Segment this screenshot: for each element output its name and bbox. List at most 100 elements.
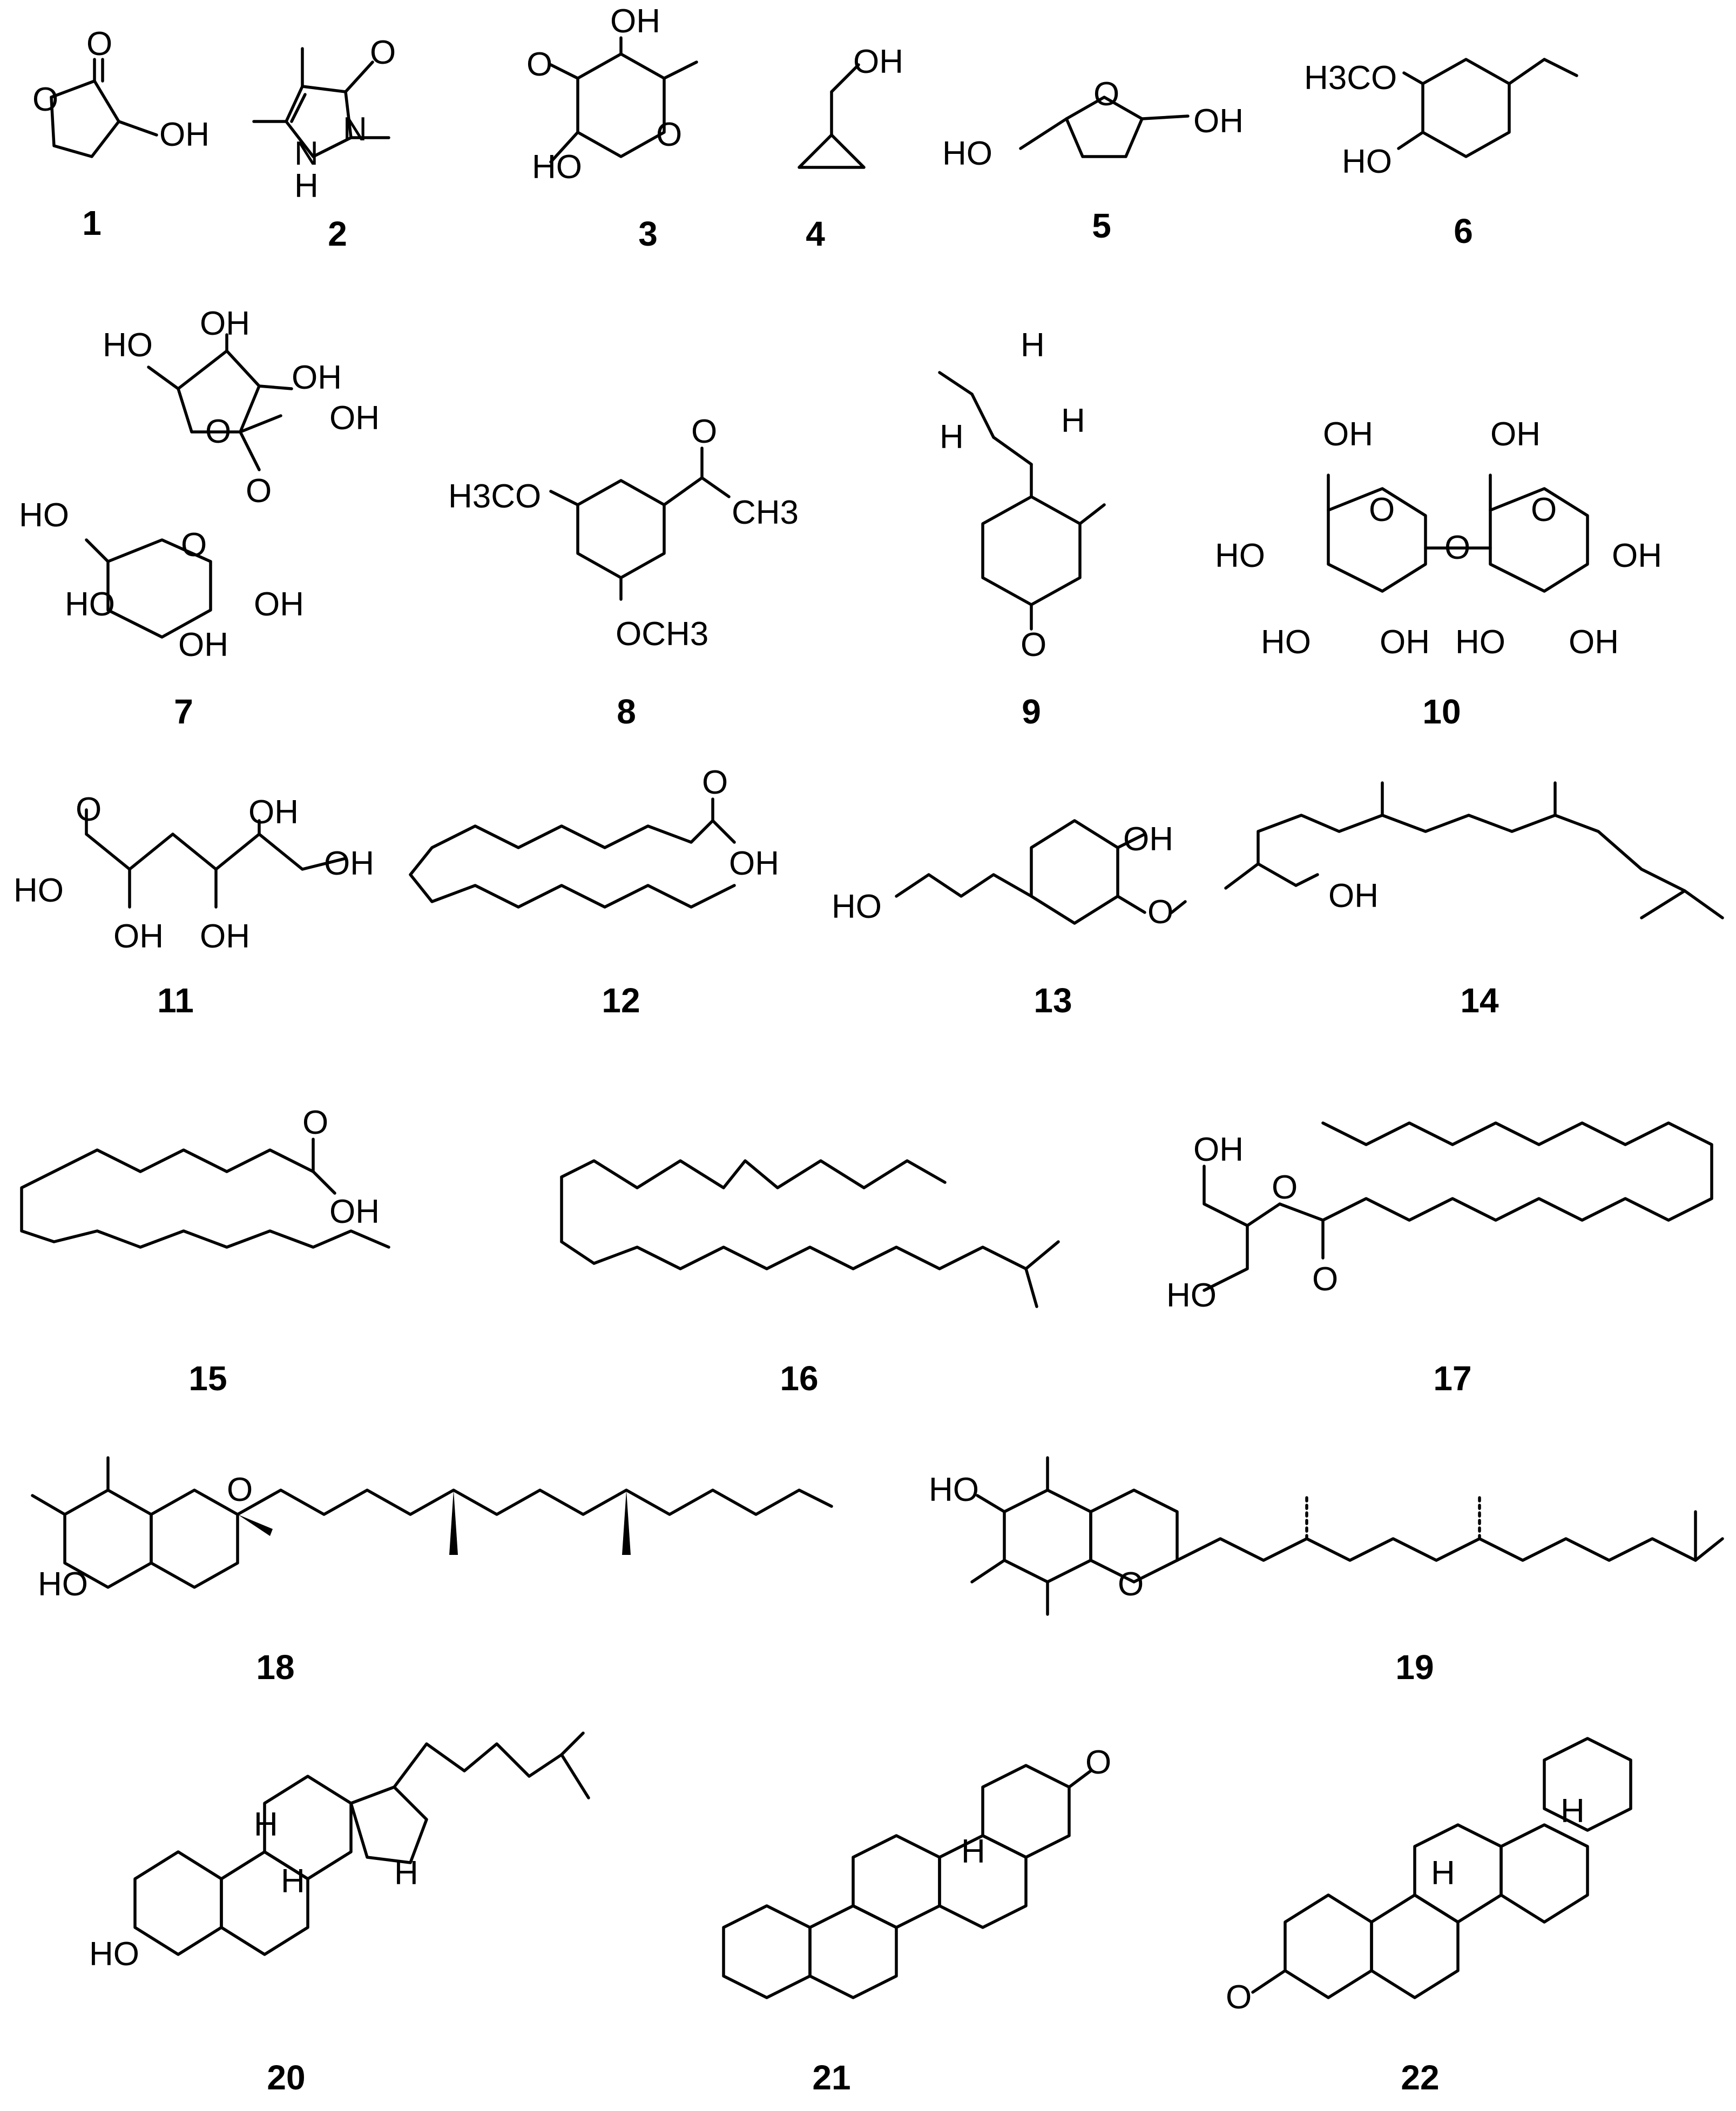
compound-1-structure: O O OH 1 <box>32 25 210 242</box>
atom-label: O <box>1272 1169 1298 1206</box>
atom-label: N <box>294 135 319 172</box>
atom-label: O <box>86 25 112 63</box>
atom-label: OH <box>200 305 250 342</box>
atom-label: OH <box>178 626 228 664</box>
compound-number: 6 <box>1454 212 1473 251</box>
compound-19-structure: HO O 19 <box>929 1456 1724 1687</box>
compound-17-structure: OH O O HO 17 <box>1166 1121 1713 1398</box>
compound-number: 14 <box>1460 981 1499 1020</box>
atom-label: OH <box>1490 416 1541 453</box>
compound-5-structure: O HO OH 5 <box>942 76 1244 245</box>
atom-label: O <box>1093 76 1119 113</box>
compound-14-structure: OH 14 <box>1224 781 1724 1020</box>
compound-number: 9 <box>1022 692 1041 731</box>
atom-label: HO <box>89 1936 139 1973</box>
atom-label: HO <box>832 888 882 925</box>
compound-8-structure: O H3CO CH3 OCH3 8 <box>448 413 799 731</box>
atom-label: O <box>246 472 272 510</box>
atom-label: OH <box>329 400 380 437</box>
compound-13-structure: OH HO O 13 <box>832 819 1187 1020</box>
atom-label: H <box>1021 327 1045 364</box>
atom-label: HO <box>1455 624 1505 661</box>
atom-label: O <box>1531 491 1557 529</box>
atom-label: O <box>205 413 231 450</box>
compound-18-structure: O HO 18 <box>31 1456 833 1687</box>
atom-label: OH <box>1123 821 1173 858</box>
atom-label: H <box>1561 1792 1585 1830</box>
atom-label: HO <box>1342 143 1392 180</box>
atom-label: HO <box>1261 624 1311 661</box>
compound-number: 2 <box>328 214 347 253</box>
compound-number: 17 <box>1433 1359 1471 1398</box>
atom-label: H <box>281 1863 305 1900</box>
atom-label: OH <box>1612 537 1662 574</box>
atom-label: O <box>227 1471 253 1508</box>
compound-number: 19 <box>1395 1648 1434 1687</box>
compound-number: 22 <box>1401 2058 1439 2097</box>
atom-label: OH <box>1323 416 1373 453</box>
atom-label: OH <box>610 3 660 40</box>
compound-number: 11 <box>157 981 194 1020</box>
atom-label: O <box>1085 1744 1111 1781</box>
atom-label: HO <box>103 327 153 364</box>
atom-label: O <box>181 526 207 564</box>
compound-10-structure: OH OH O O O HO OH HO OH HO OH 10 <box>1215 416 1662 731</box>
atom-label: HO <box>38 1566 88 1603</box>
atom-label: O <box>1021 626 1046 664</box>
atom-label: OH <box>1193 103 1244 140</box>
atom-label: HO <box>532 148 582 186</box>
atom-label: OH <box>113 918 164 955</box>
atom-label: HO <box>19 497 69 534</box>
atom-label: OH <box>729 845 779 882</box>
compound-number: 20 <box>267 2058 305 2097</box>
atom-label: OH <box>248 794 299 831</box>
atom-label: O <box>1444 529 1470 566</box>
atom-label: O <box>526 46 552 83</box>
atom-label: O <box>702 764 728 801</box>
atom-label: H <box>394 1855 418 1892</box>
atom-label: HO <box>65 586 115 623</box>
compound-number: 7 <box>174 692 193 731</box>
atom-label: H <box>940 418 964 456</box>
atom-label: O <box>32 81 58 118</box>
compound-number: 10 <box>1422 692 1461 731</box>
compound-number: 5 <box>1092 206 1111 245</box>
atom-label: OH <box>853 43 903 80</box>
compound-number: 21 <box>812 2058 850 2097</box>
atom-label: HO <box>942 135 992 172</box>
compound-6-structure: H3CO HO 6 <box>1304 58 1578 251</box>
atom-label: O <box>1312 1261 1338 1298</box>
compound-16-structure: 16 <box>560 1159 1060 1398</box>
atom-label: OH <box>254 586 304 623</box>
compound-22-structure: H H O 22 <box>1226 1737 1632 2097</box>
atom-label: CH3 <box>732 494 799 531</box>
compound-4-structure: OH 4 <box>798 43 903 253</box>
atom-label: H3CO <box>448 478 541 515</box>
atom-label: O <box>1147 894 1173 931</box>
compound-20-structure: H H H HO 20 <box>89 1731 590 2097</box>
atom-label: HO <box>1215 537 1265 574</box>
atom-label: OH <box>292 359 342 396</box>
compound-3-structure: OH O HO O 3 <box>526 3 698 253</box>
atom-label: H <box>1061 402 1085 439</box>
atom-label: OH <box>1328 877 1379 915</box>
compound-number: 13 <box>1034 981 1072 1020</box>
compound-12-structure: O OH 12 <box>409 764 779 1020</box>
atom-label: OH <box>1193 1131 1244 1168</box>
compound-number: 12 <box>602 981 640 1020</box>
atom-label: OCH3 <box>616 615 708 653</box>
atom-label: OH <box>324 845 374 882</box>
compound-number: 3 <box>638 214 658 253</box>
atom-label: OH <box>200 918 250 955</box>
atom-label: O <box>1226 1979 1252 2016</box>
compound-9-structure: H H H O 9 <box>938 327 1106 731</box>
atom-label: HO <box>1166 1277 1217 1314</box>
atom-label: N <box>343 111 367 148</box>
atom-label: OH <box>1380 624 1430 661</box>
compound-15-structure: O OH 15 <box>20 1104 390 1398</box>
atom-label: O <box>656 116 682 153</box>
atom-label: O <box>370 34 396 71</box>
atom-label: HO <box>13 872 64 909</box>
compound-number: 1 <box>82 204 102 242</box>
